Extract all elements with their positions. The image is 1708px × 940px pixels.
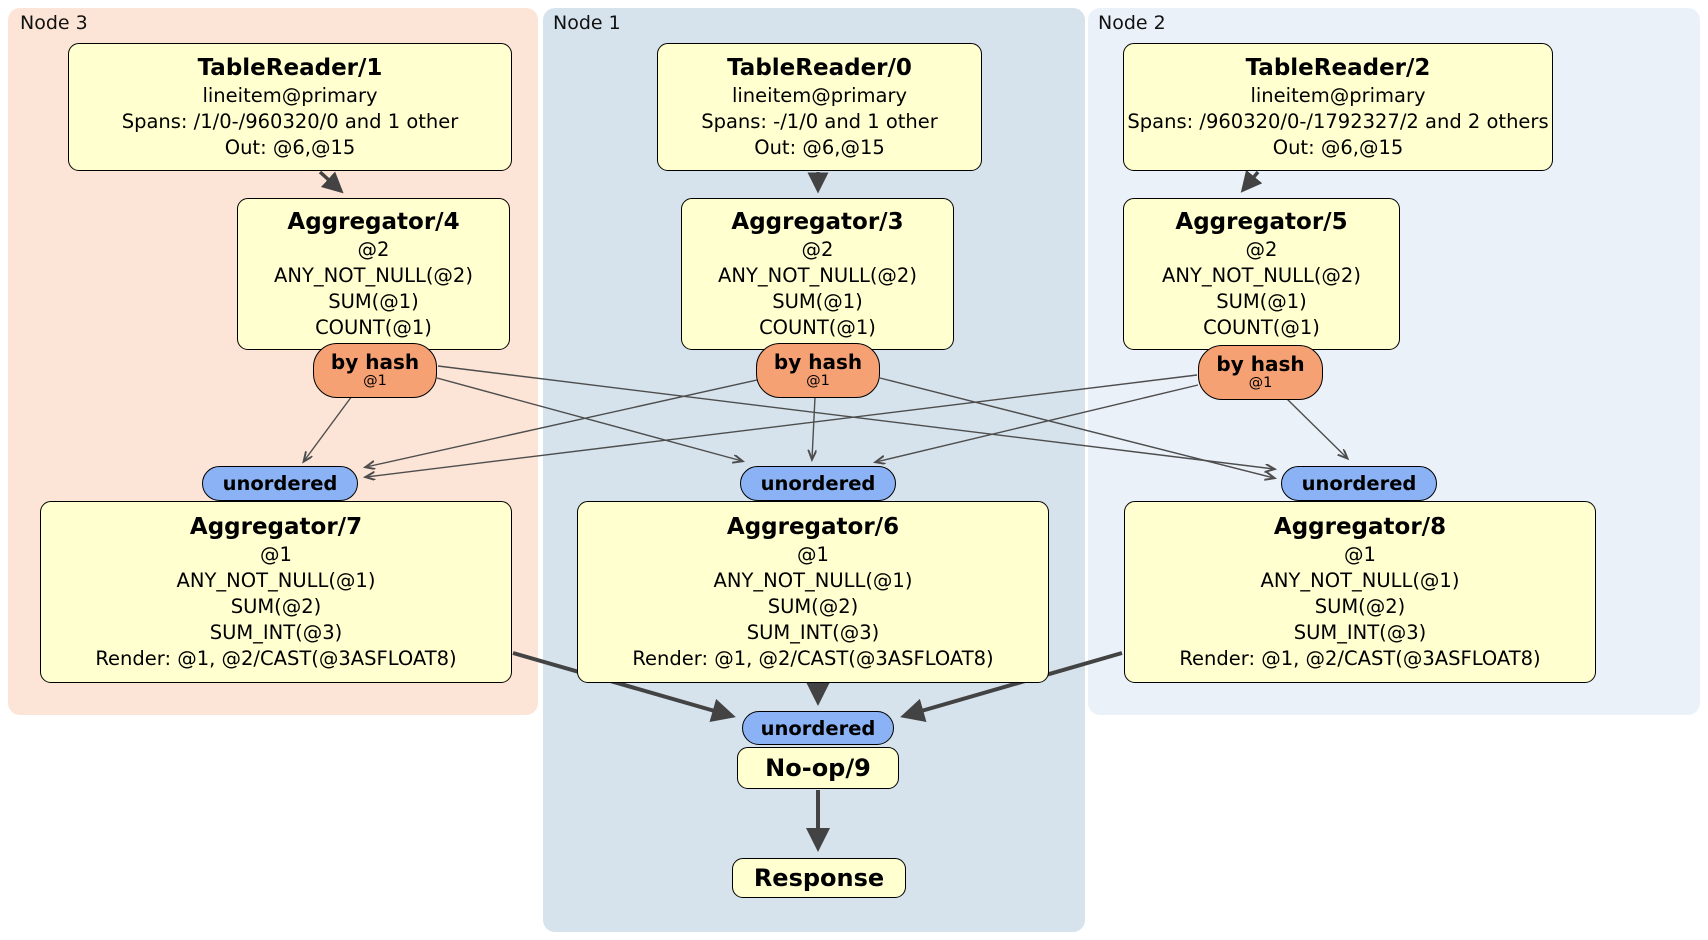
processor-detail: ANY_NOT_NULL(@1): [1260, 569, 1460, 592]
processor-detail: SUM_INT(@3): [1293, 621, 1427, 644]
aggregator-7-box: Aggregator/7 @1 ANY_NOT_NULL(@1) SUM(@2)…: [40, 501, 512, 683]
tablereader-0-box: TableReader/0 lineitem@primary Spans: -/…: [657, 43, 982, 171]
aggregator-4-box: Aggregator/4 @2 ANY_NOT_NULL(@2) SUM(@1)…: [237, 198, 510, 350]
processor-title: TableReader/1: [197, 55, 383, 81]
processor-detail: @1: [260, 543, 292, 566]
processor-title: Aggregator/8: [1273, 514, 1447, 540]
node1-label: Node 1: [553, 12, 621, 34]
processor-title: Aggregator/3: [731, 209, 904, 235]
processor-title: Aggregator/5: [1175, 209, 1348, 235]
processor-detail: Spans: /1/0-/960320/0 and 1 other: [121, 110, 459, 133]
processor-detail: SUM_INT(@3): [209, 621, 343, 644]
tablereader-2-box: TableReader/2 lineitem@primary Spans: /9…: [1123, 43, 1553, 171]
processor-detail: Out: @6,@15: [1272, 136, 1404, 159]
response-box: Response: [732, 858, 906, 898]
processor-title: Response: [753, 864, 885, 892]
byhash-router-node3: by hash @1: [313, 343, 437, 398]
unordered-sync-final: unordered: [742, 711, 894, 745]
processor-title: TableReader/2: [1245, 55, 1431, 81]
processor-detail: ANY_NOT_NULL(@2): [718, 264, 917, 287]
router-label: by hash: [1216, 352, 1305, 376]
processor-detail: Render: @1, @2/CAST(@3ASFLOAT8): [95, 647, 457, 670]
processor-title: Aggregator/7: [189, 514, 363, 540]
processor-detail: @2: [357, 238, 390, 261]
noop-9-box: No-op/9: [737, 747, 899, 789]
processor-title: TableReader/0: [727, 55, 912, 81]
processor-detail: ANY_NOT_NULL(@2): [274, 264, 473, 287]
unordered-sync-node3: unordered: [202, 466, 358, 501]
byhash-router-node1: by hash @1: [756, 343, 880, 398]
aggregator-3-box: Aggregator/3 @2 ANY_NOT_NULL(@2) SUM(@1)…: [681, 198, 954, 350]
processor-detail: ANY_NOT_NULL(@1): [713, 569, 913, 592]
unordered-sync-node2: unordered: [1281, 466, 1437, 501]
processor-detail: SUM_INT(@3): [746, 621, 880, 644]
unordered-sync-node1: unordered: [740, 466, 896, 501]
processor-detail: @2: [1245, 238, 1278, 261]
processor-detail: SUM(@2): [767, 595, 859, 618]
processor-detail: Out: @6,@15: [224, 136, 356, 159]
processor-detail: ANY_NOT_NULL(@1): [176, 569, 376, 592]
processor-detail: Render: @1, @2/CAST(@3ASFLOAT8): [632, 647, 994, 670]
processor-title: Aggregator/4: [287, 209, 460, 235]
processor-detail: Out: @6,@15: [754, 136, 885, 159]
sync-label: unordered: [760, 472, 876, 495]
node3-label: Node 3: [20, 12, 88, 34]
processor-detail: SUM(@2): [230, 595, 322, 618]
processor-detail: lineitem@primary: [731, 84, 908, 107]
sync-label: unordered: [760, 716, 876, 740]
tablereader-1-box: TableReader/1 lineitem@primary Spans: /1…: [68, 43, 512, 171]
processor-detail: SUM(@1): [1216, 290, 1307, 313]
processor-detail: @1: [797, 543, 829, 566]
processor-detail: Spans: -/1/0 and 1 other: [701, 110, 938, 133]
router-detail: @1: [1248, 375, 1273, 391]
processor-detail: Spans: /960320/0-/1792327/2 and 2 others: [1127, 110, 1549, 133]
router-label: by hash: [773, 350, 863, 374]
processor-detail: Render: @1, @2/CAST(@3ASFLOAT8): [1179, 647, 1541, 670]
processor-title: No-op/9: [765, 754, 871, 782]
router-detail: @1: [806, 373, 830, 389]
aggregator-5-box: Aggregator/5 @2 ANY_NOT_NULL(@2) SUM(@1)…: [1123, 198, 1400, 350]
processor-detail: lineitem@primary: [1250, 84, 1426, 107]
processor-detail: SUM(@2): [1314, 595, 1406, 618]
processor-detail: SUM(@1): [772, 290, 863, 313]
node2-label: Node 2: [1098, 12, 1166, 34]
sync-label: unordered: [222, 472, 338, 495]
aggregator-6-box: Aggregator/6 @1 ANY_NOT_NULL(@1) SUM(@2)…: [577, 501, 1049, 683]
aggregator-8-box: Aggregator/8 @1 ANY_NOT_NULL(@1) SUM(@2)…: [1124, 501, 1596, 683]
processor-detail: ANY_NOT_NULL(@2): [1162, 264, 1361, 287]
processor-detail: lineitem@primary: [202, 84, 378, 107]
processor-detail: COUNT(@1): [1203, 316, 1320, 339]
byhash-router-node2: by hash @1: [1198, 345, 1323, 400]
router-label: by hash: [330, 350, 420, 374]
processor-title: Aggregator/6: [726, 514, 900, 540]
processor-detail: COUNT(@1): [759, 316, 876, 339]
processor-detail: @1: [1344, 543, 1376, 566]
processor-detail: COUNT(@1): [315, 316, 432, 339]
processor-detail: @2: [801, 238, 834, 261]
processor-detail: SUM(@1): [328, 290, 419, 313]
router-detail: @1: [363, 373, 387, 389]
sync-label: unordered: [1301, 472, 1417, 495]
